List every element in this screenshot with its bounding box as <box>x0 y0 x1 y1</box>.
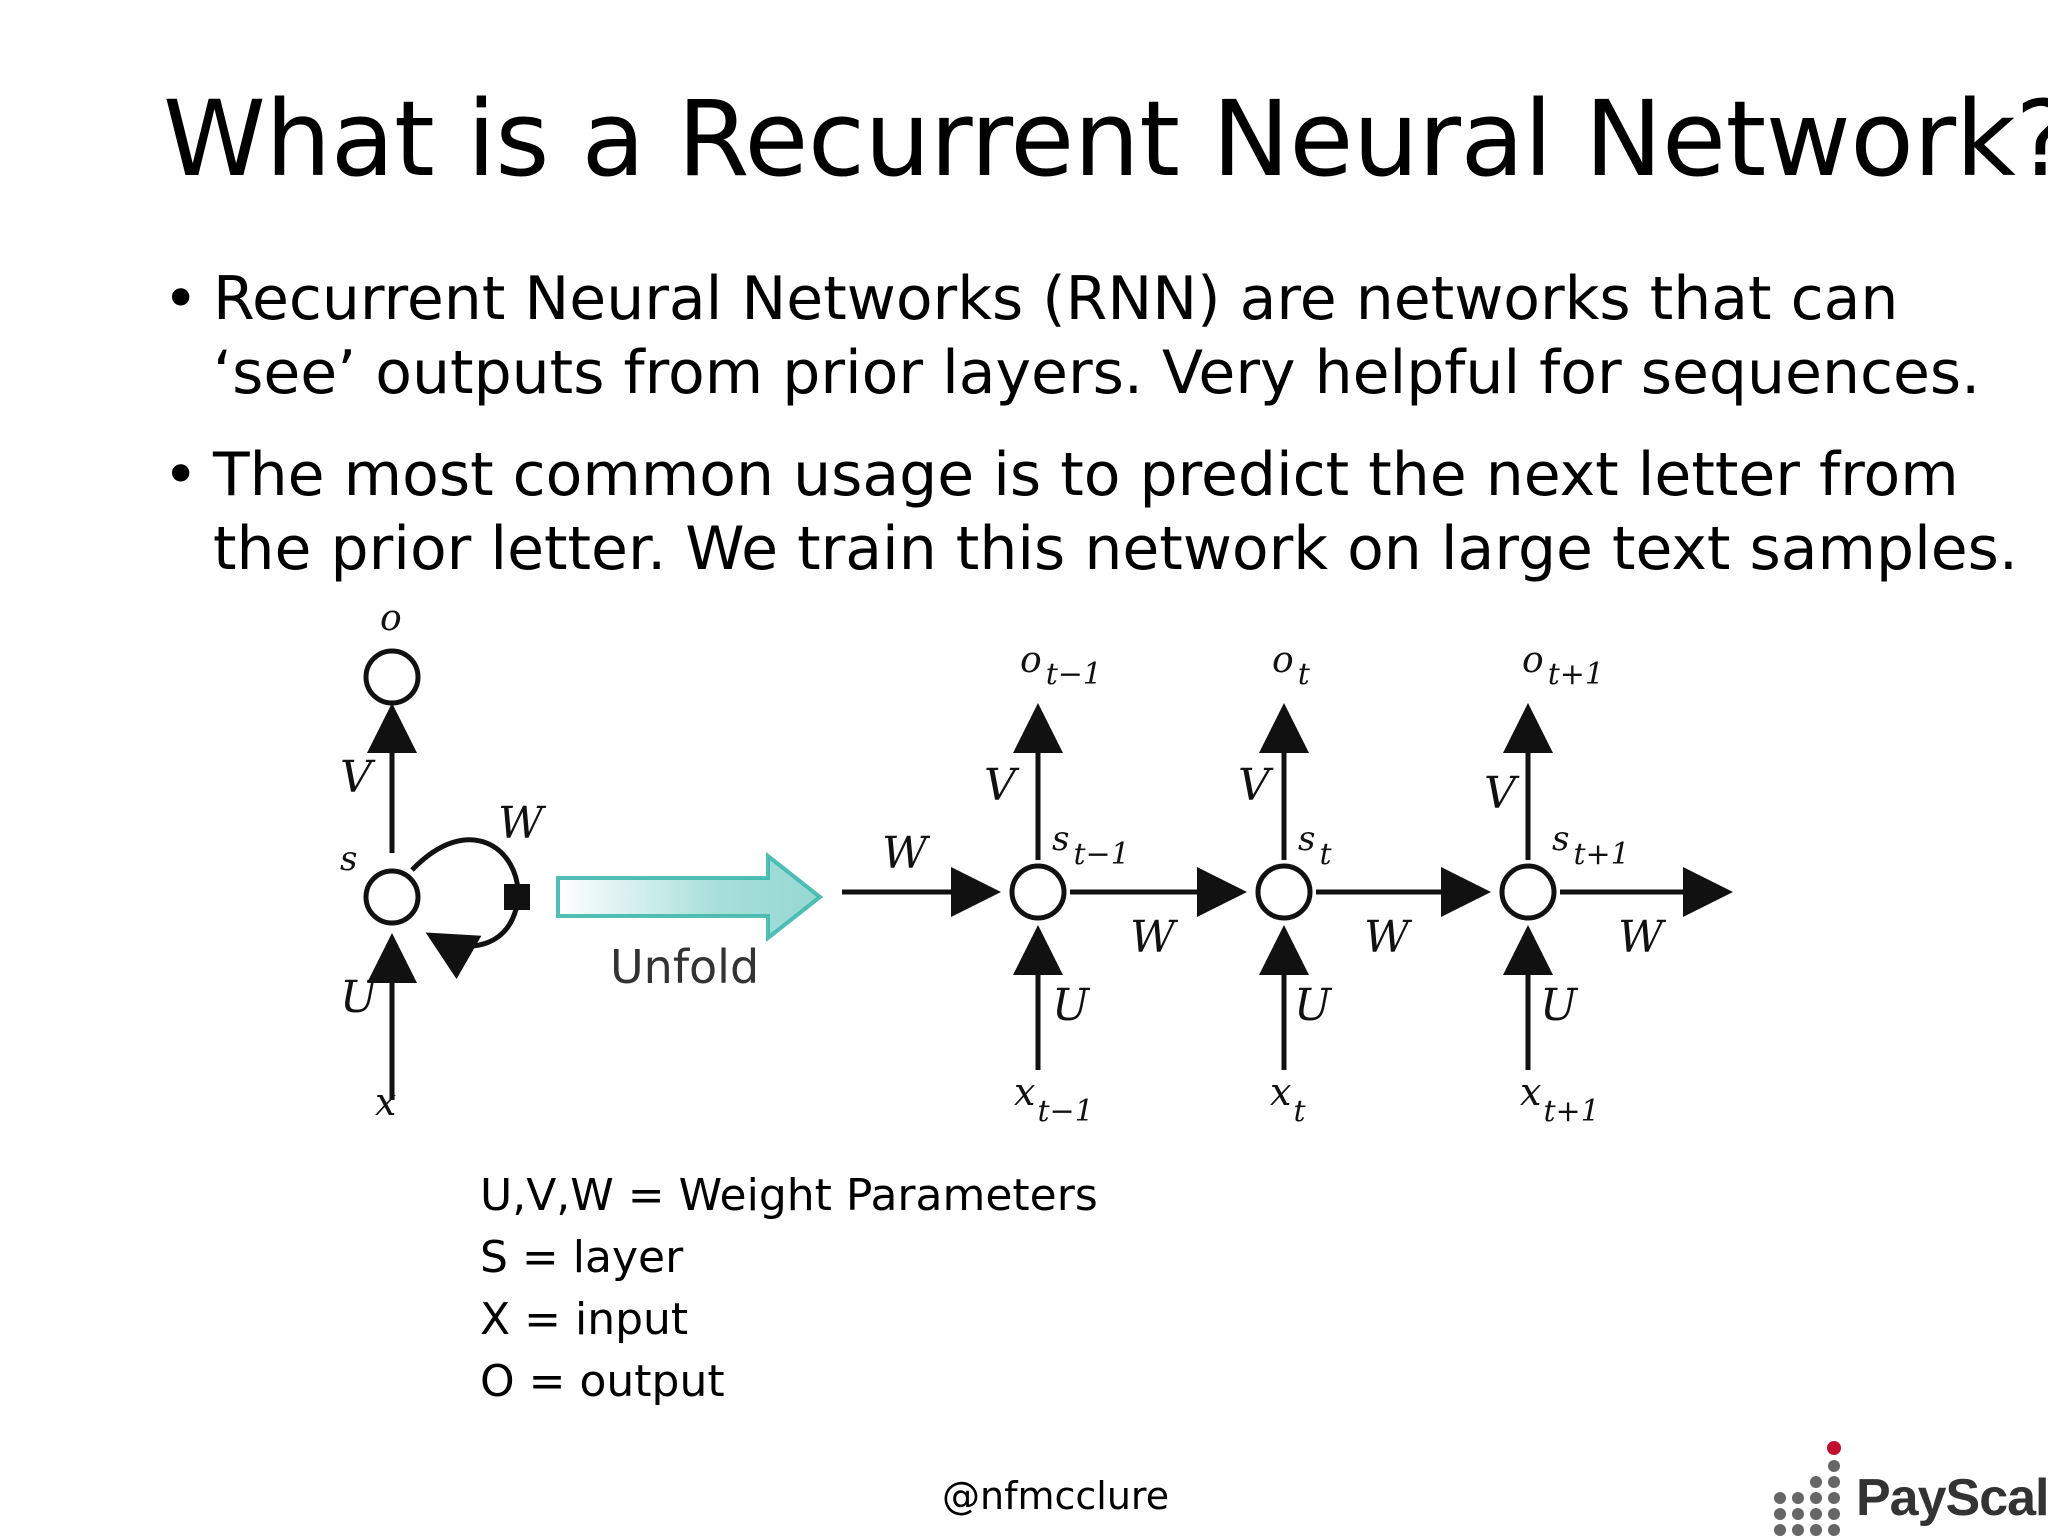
input-label: xt+1 <box>1520 1070 1600 1129</box>
legend: U,V,W = Weight Parameters S = layer X = … <box>480 1165 1098 1413</box>
bullet-line: The most common usage is to predict the … <box>213 440 1959 510</box>
state-node <box>1255 863 1313 921</box>
recurrent-loop <box>410 837 521 980</box>
input-label: xt <box>1270 1070 1306 1129</box>
v-label: V <box>1484 768 1520 819</box>
footer-handle: @nfmcclure <box>942 1474 1170 1518</box>
bullet-line: Recurrent Neural Networks (RNN) are netw… <box>213 264 1899 334</box>
w-label: W <box>882 828 931 879</box>
legend-item: O = output <box>480 1356 725 1407</box>
logo-dots-icon <box>1774 1441 1841 1536</box>
v-label: V <box>984 760 1020 811</box>
output-label: o <box>380 600 402 639</box>
slide-title: What is a Recurrent Neural Network? <box>163 78 2048 200</box>
w-label: W <box>498 798 547 849</box>
v-label: V <box>1238 760 1274 811</box>
u-label: U <box>1294 980 1333 1031</box>
state-node <box>363 868 421 926</box>
input-label: x <box>375 1080 396 1124</box>
state-label: s <box>340 839 357 879</box>
legend-item: S = layer <box>480 1232 684 1283</box>
legend-item: X = input <box>480 1294 689 1345</box>
u-label: U <box>1540 980 1579 1031</box>
folded-network: o V s W U x <box>340 600 547 1124</box>
bullet-dot: • <box>163 264 199 334</box>
bullet-line: the prior letter. We train this network … <box>213 514 2018 584</box>
bullet-line: ‘see’ outputs from prior layers. Very he… <box>213 338 1981 408</box>
bullet-list: • Recurrent Neural Networks (RNN) are ne… <box>163 262 2018 614</box>
w-label: W <box>1130 912 1179 963</box>
w-label: W <box>1364 912 1413 963</box>
logo-text: PayScale <box>1856 1469 2048 1527</box>
bullet-item: • The most common usage is to predict th… <box>163 438 2018 586</box>
u-label: U <box>1052 980 1091 1031</box>
state-node <box>1009 863 1067 921</box>
unfold-arrow <box>556 851 824 943</box>
bullet-dot: • <box>163 440 199 510</box>
output-node <box>363 648 421 706</box>
state-node <box>1499 863 1557 921</box>
w-label: W <box>1618 912 1667 963</box>
payscale-logo: PayScale <box>1760 1440 2048 1536</box>
v-label: V <box>340 752 376 803</box>
bullet-item: • Recurrent Neural Networks (RNN) are ne… <box>163 262 2003 410</box>
unfold-label: Unfold <box>610 940 759 994</box>
input-label: xt−1 <box>1014 1070 1094 1129</box>
legend-item: U,V,W = Weight Parameters <box>480 1170 1098 1221</box>
u-label: U <box>340 972 379 1023</box>
delay-square <box>504 884 530 910</box>
